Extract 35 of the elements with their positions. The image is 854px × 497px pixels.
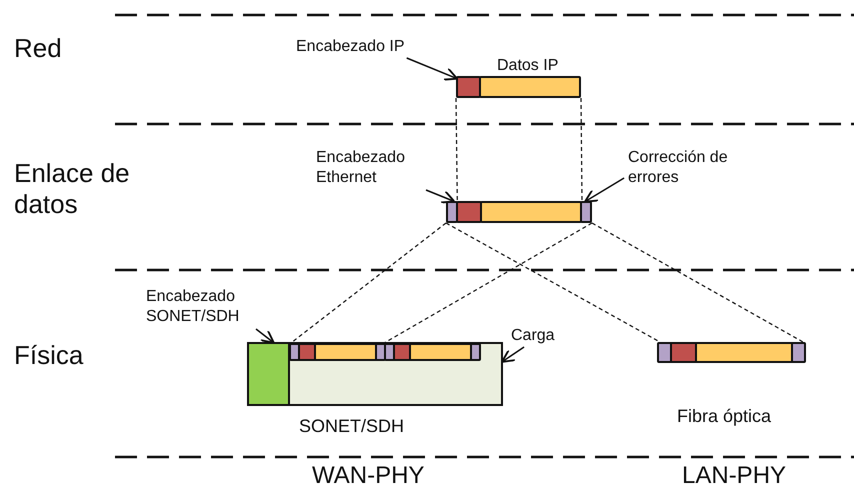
- header-segment: [456, 76, 481, 98]
- annotation-text: Carga: [511, 326, 555, 346]
- column-title: LAN-PHY: [682, 462, 786, 491]
- annotation-text: Encabezado IP: [296, 37, 405, 57]
- data-segment: [480, 201, 582, 223]
- frame-bar: [657, 342, 806, 363]
- payload-area: [288, 342, 503, 406]
- layer-name: Red: [14, 33, 62, 64]
- leader-arrow: [256, 328, 275, 344]
- projection-line: [290, 222, 446, 344]
- layer-name: Física: [14, 340, 84, 372]
- frame-bar: [384, 343, 481, 361]
- caption-text: Fibra óptica: [677, 406, 772, 426]
- segment-label: Datos IP: [497, 56, 558, 76]
- projection-line: [592, 222, 804, 343]
- leader-arrow: [406, 57, 458, 81]
- leader-arrow: [426, 189, 456, 204]
- projection-line: [384, 222, 592, 344]
- layer-name: Enlace de datos: [14, 158, 131, 220]
- frame-box: [247, 342, 501, 406]
- annotation-text: Encabezado SONET/SDH: [146, 287, 256, 327]
- annotation-text: Encabezado Ethernet: [316, 148, 426, 188]
- frame-bar: [289, 343, 386, 361]
- annotation-text: Corrección de errores: [628, 148, 758, 188]
- caption-text: SONET/SDH: [299, 416, 404, 436]
- header-block: [247, 342, 290, 406]
- projection-line: [580, 98, 583, 201]
- projection-line: [455, 98, 458, 201]
- trailer-segment: [580, 201, 592, 223]
- projection-line: [446, 222, 660, 343]
- data-segment: [479, 76, 581, 98]
- leader-arrow: [501, 346, 524, 363]
- column-title: WAN-PHY: [312, 462, 424, 491]
- header-segment: [456, 201, 482, 223]
- leader-arrow: [584, 177, 624, 203]
